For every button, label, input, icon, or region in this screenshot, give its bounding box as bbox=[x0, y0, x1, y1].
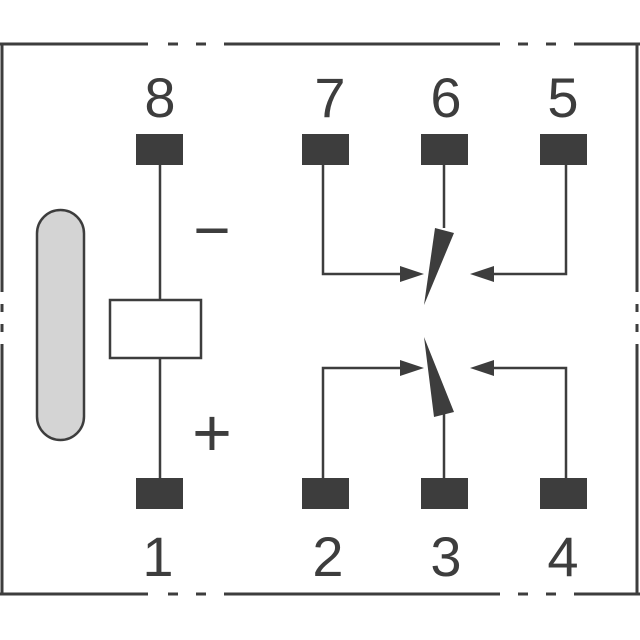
pin-pad-3 bbox=[421, 478, 468, 509]
arrow-pin2-contact bbox=[400, 360, 424, 376]
coil-plus-sign: + bbox=[192, 395, 232, 471]
coil-minus-sign: − bbox=[193, 194, 230, 266]
pin-pad-5 bbox=[540, 134, 587, 165]
arrow-pin4-contact bbox=[470, 360, 494, 376]
switch-blade-upper bbox=[424, 228, 454, 305]
wire-pin7 bbox=[321, 165, 404, 276]
arrow-pin5-contact bbox=[470, 266, 494, 282]
pin-label-2: 2 bbox=[312, 525, 343, 588]
indicator-capsule bbox=[35, 208, 86, 442]
coil-body bbox=[108, 298, 203, 360]
pin-label-7: 7 bbox=[314, 66, 345, 129]
pin-label-3: 3 bbox=[430, 525, 461, 588]
wire-pin2 bbox=[321, 366, 404, 478]
pin-pad-4 bbox=[540, 478, 587, 509]
pin-pad-8 bbox=[136, 134, 183, 165]
pin-pad-7 bbox=[302, 134, 349, 165]
pin-label-5: 5 bbox=[547, 66, 578, 129]
wire-pin4 bbox=[486, 366, 568, 478]
wire-pin5 bbox=[486, 165, 568, 276]
pin-label-1: 1 bbox=[142, 525, 173, 588]
package-outline bbox=[0, 42, 640, 596]
pin-label-8: 8 bbox=[144, 66, 175, 129]
arrow-pin7-contact bbox=[400, 266, 424, 282]
pin-label-4: 4 bbox=[547, 525, 578, 588]
pin-pad-2 bbox=[302, 478, 349, 509]
pin-pad-6 bbox=[421, 134, 468, 165]
switch-blade-lower bbox=[424, 337, 454, 417]
pin-label-6: 6 bbox=[430, 66, 461, 129]
pin-pad-1 bbox=[136, 478, 183, 509]
